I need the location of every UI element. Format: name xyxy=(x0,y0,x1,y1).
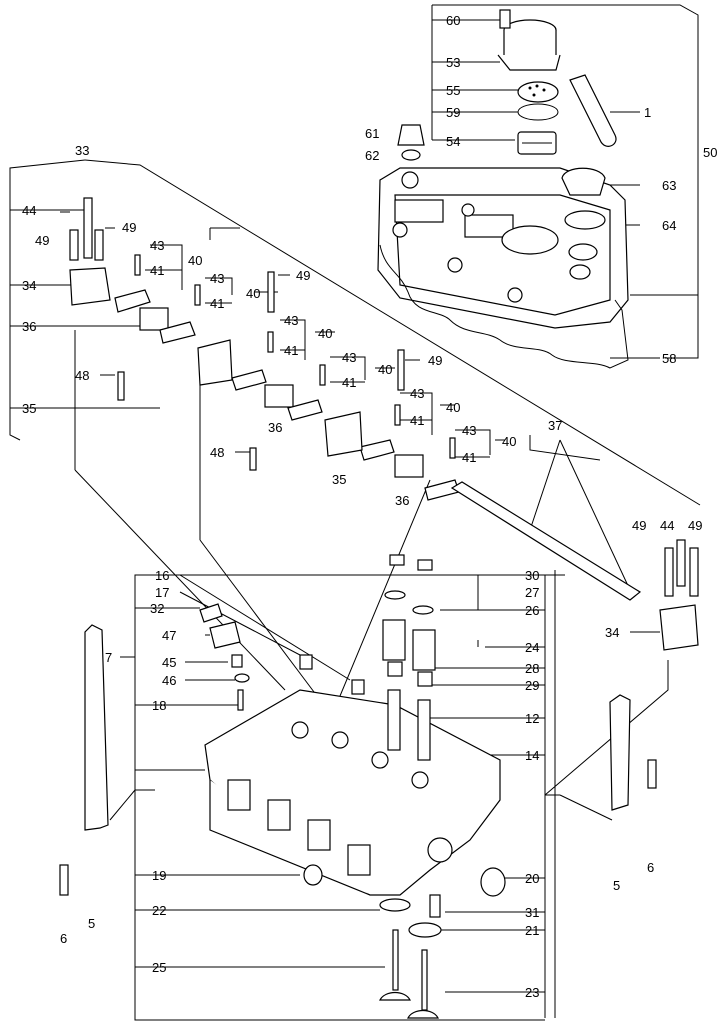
callout-49-a: 49 xyxy=(35,233,49,248)
callout-18: 18 xyxy=(152,698,166,713)
callout-30: 30 xyxy=(525,568,539,583)
rocker-arm-group xyxy=(69,197,699,651)
callout-24: 24 xyxy=(525,640,539,655)
callout-25: 25 xyxy=(152,960,166,975)
callout-labels: 60 53 55 59 1 61 62 54 50 63 64 58 33 44… xyxy=(22,13,717,1000)
callout-60: 60 xyxy=(446,13,460,28)
callout-40-a: 40 xyxy=(188,253,202,268)
callout-43-c: 43 xyxy=(284,313,298,328)
callout-48-b: 48 xyxy=(210,445,224,460)
callout-62: 62 xyxy=(365,148,379,163)
callout-5-right: 5 xyxy=(613,878,620,893)
callout-55: 55 xyxy=(446,83,460,98)
callout-5-left: 5 xyxy=(88,916,95,931)
callout-35-b: 35 xyxy=(332,472,346,487)
callout-41-e: 41 xyxy=(410,413,424,428)
callout-43-f: 43 xyxy=(462,423,476,438)
callout-36-b: 36 xyxy=(268,420,282,435)
cover-gasket xyxy=(379,244,629,369)
callout-53: 53 xyxy=(446,55,460,70)
callout-47: 47 xyxy=(162,628,176,643)
callout-19: 19 xyxy=(152,868,166,883)
leader-lines xyxy=(9,4,701,1021)
valve-cover-group xyxy=(377,9,629,369)
callout-41-d: 41 xyxy=(342,375,356,390)
callout-43-d: 43 xyxy=(342,350,356,365)
callout-40-e: 40 xyxy=(446,400,460,415)
callout-1: 1 xyxy=(644,105,651,120)
callout-17: 17 xyxy=(155,585,169,600)
callout-64: 64 xyxy=(662,218,676,233)
callout-12: 12 xyxy=(525,711,539,726)
callout-44-left: 44 xyxy=(22,203,36,218)
callout-41-f: 41 xyxy=(462,450,476,465)
callout-36-a: 36 xyxy=(22,319,36,334)
cylinder-head-group xyxy=(59,554,657,1019)
callout-43-a: 43 xyxy=(150,238,164,253)
callout-41-b: 41 xyxy=(210,296,224,311)
callout-43-e: 43 xyxy=(410,386,424,401)
callout-49-b: 49 xyxy=(122,220,136,235)
callout-46: 46 xyxy=(162,673,176,688)
callout-49-f: 49 xyxy=(688,518,702,533)
callout-61: 61 xyxy=(365,126,379,141)
callout-34-left: 34 xyxy=(22,278,36,293)
callout-59: 59 xyxy=(446,105,460,120)
callout-32: 32 xyxy=(150,601,164,616)
callout-26: 26 xyxy=(525,603,539,618)
callout-63: 63 xyxy=(662,178,676,193)
callout-49-d: 49 xyxy=(428,353,442,368)
callout-40-c: 40 xyxy=(318,326,332,341)
callout-33: 33 xyxy=(75,143,89,158)
callout-50: 50 xyxy=(703,145,717,160)
callout-45: 45 xyxy=(162,655,176,670)
callout-23: 23 xyxy=(525,985,539,1000)
callout-40-d: 40 xyxy=(378,362,392,377)
callout-16: 16 xyxy=(155,568,169,583)
callout-44-right: 44 xyxy=(660,518,674,533)
callout-6-right: 6 xyxy=(647,860,654,875)
callout-14: 14 xyxy=(525,748,539,763)
callout-36-c: 36 xyxy=(395,493,409,508)
callout-20: 20 xyxy=(525,871,539,886)
callout-49-e: 49 xyxy=(632,518,646,533)
callout-41-c: 41 xyxy=(284,343,298,358)
callout-7: 7 xyxy=(105,650,112,665)
callout-29: 29 xyxy=(525,678,539,693)
callout-22: 22 xyxy=(152,903,166,918)
callout-21: 21 xyxy=(525,923,539,938)
callout-34-right: 34 xyxy=(605,625,619,640)
callout-27: 27 xyxy=(525,585,539,600)
callout-40-f: 40 xyxy=(502,434,516,449)
callout-28: 28 xyxy=(525,661,539,676)
callout-54: 54 xyxy=(446,134,460,149)
callout-37: 37 xyxy=(548,418,562,433)
callout-31: 31 xyxy=(525,905,539,920)
callout-41-a: 41 xyxy=(150,263,164,278)
callout-58: 58 xyxy=(662,351,676,366)
callout-40-b: 40 xyxy=(246,286,260,301)
callout-49-c: 49 xyxy=(296,268,310,283)
callout-43-b: 43 xyxy=(210,271,224,286)
callout-48-a: 48 xyxy=(75,368,89,383)
callout-6-left: 6 xyxy=(60,931,67,946)
callout-35-a: 35 xyxy=(22,401,36,416)
